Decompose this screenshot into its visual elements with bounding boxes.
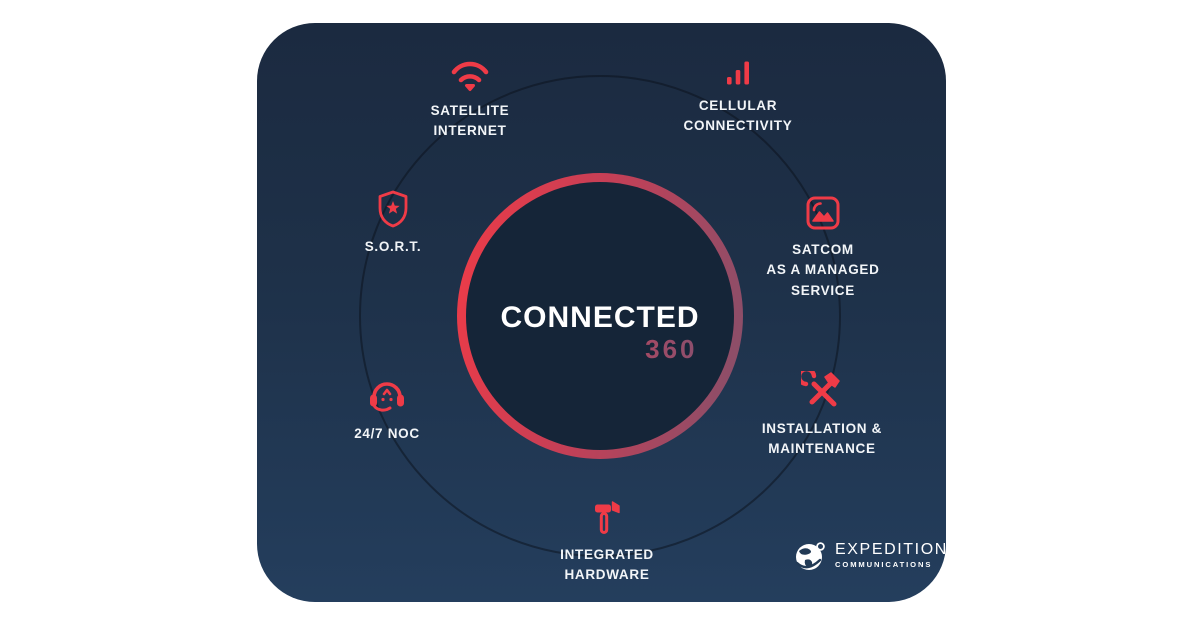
headset-icon — [365, 378, 409, 416]
center-disc: CONNECTED 360 — [466, 182, 734, 450]
orbit-circle — [359, 75, 841, 557]
item-label-line: INTEGRATED — [560, 547, 654, 562]
center-ring: CONNECTED 360 — [457, 173, 743, 459]
item-label-line: CONNECTIVITY — [683, 118, 793, 134]
connected-360-card: SATELLITE INTERNET CELLULAR CONNECTIVITY — [257, 23, 946, 602]
wifi-icon — [448, 59, 492, 93]
signal-bars-icon — [722, 56, 754, 88]
logo-name: EXPEDITION — [835, 541, 946, 559]
globe-icon — [793, 538, 829, 574]
item-label: SATCOM AS A MANAGED SERVICE — [766, 240, 879, 301]
item-label-line: 24/7 NOC — [354, 426, 420, 441]
hammer-wrench-icon — [801, 371, 843, 411]
item-label-line: SATCOM — [792, 242, 854, 257]
item-label-line: INTERNET — [433, 123, 507, 139]
logo-text: EXPEDITION COMMUNICATIONS — [835, 541, 946, 570]
item-satcom-managed-service: SATCOM AS A MANAGED SERVICE — [738, 194, 908, 301]
image-icon — [804, 194, 842, 232]
item-label-line: MAINTENANCE — [768, 441, 876, 457]
item-label: INSTALLATION & MAINTENANCE — [762, 419, 882, 460]
hammer-icon — [591, 499, 623, 537]
center-subtitle: 360 — [500, 335, 699, 364]
item-integrated-hardware: INTEGRATED HARDWARE — [522, 499, 692, 586]
center-title: CONNECTED — [500, 300, 700, 334]
logo-sub: COMMUNICATIONS — [835, 559, 933, 569]
item-cellular-connectivity: CELLULAR CONNECTIVITY — [653, 56, 823, 137]
item-satellite-internet: SATELLITE INTERNET — [390, 59, 550, 142]
item-installation-maintenance: INSTALLATION & MAINTENANCE — [732, 371, 912, 460]
item-label-line: AS A MANAGED — [766, 262, 880, 278]
item-label-line: SERVICE — [791, 282, 855, 298]
item-label-line: SATELLITE — [430, 103, 510, 118]
shield-star-icon — [375, 189, 411, 229]
item-sort: S.O.R.T. — [313, 189, 473, 257]
item-label: SATELLITE INTERNET — [431, 101, 510, 142]
expedition-logo: EXPEDITION COMMUNICATIONS — [793, 538, 946, 574]
item-label-line: INSTALLATION & — [761, 421, 883, 436]
item-label: S.O.R.T. — [365, 237, 422, 257]
item-label: CELLULAR CONNECTIVITY — [684, 96, 793, 137]
item-label-line: S.O.R.T. — [364, 239, 422, 254]
center-text: CONNECTED 360 — [500, 301, 699, 364]
item-label-line: CELLULAR — [698, 98, 778, 113]
item-label: 24/7 NOC — [354, 424, 420, 444]
item-noc: 24/7 NOC — [307, 378, 467, 444]
item-label-line: HARDWARE — [564, 567, 650, 583]
item-label: INTEGRATED HARDWARE — [560, 545, 654, 586]
